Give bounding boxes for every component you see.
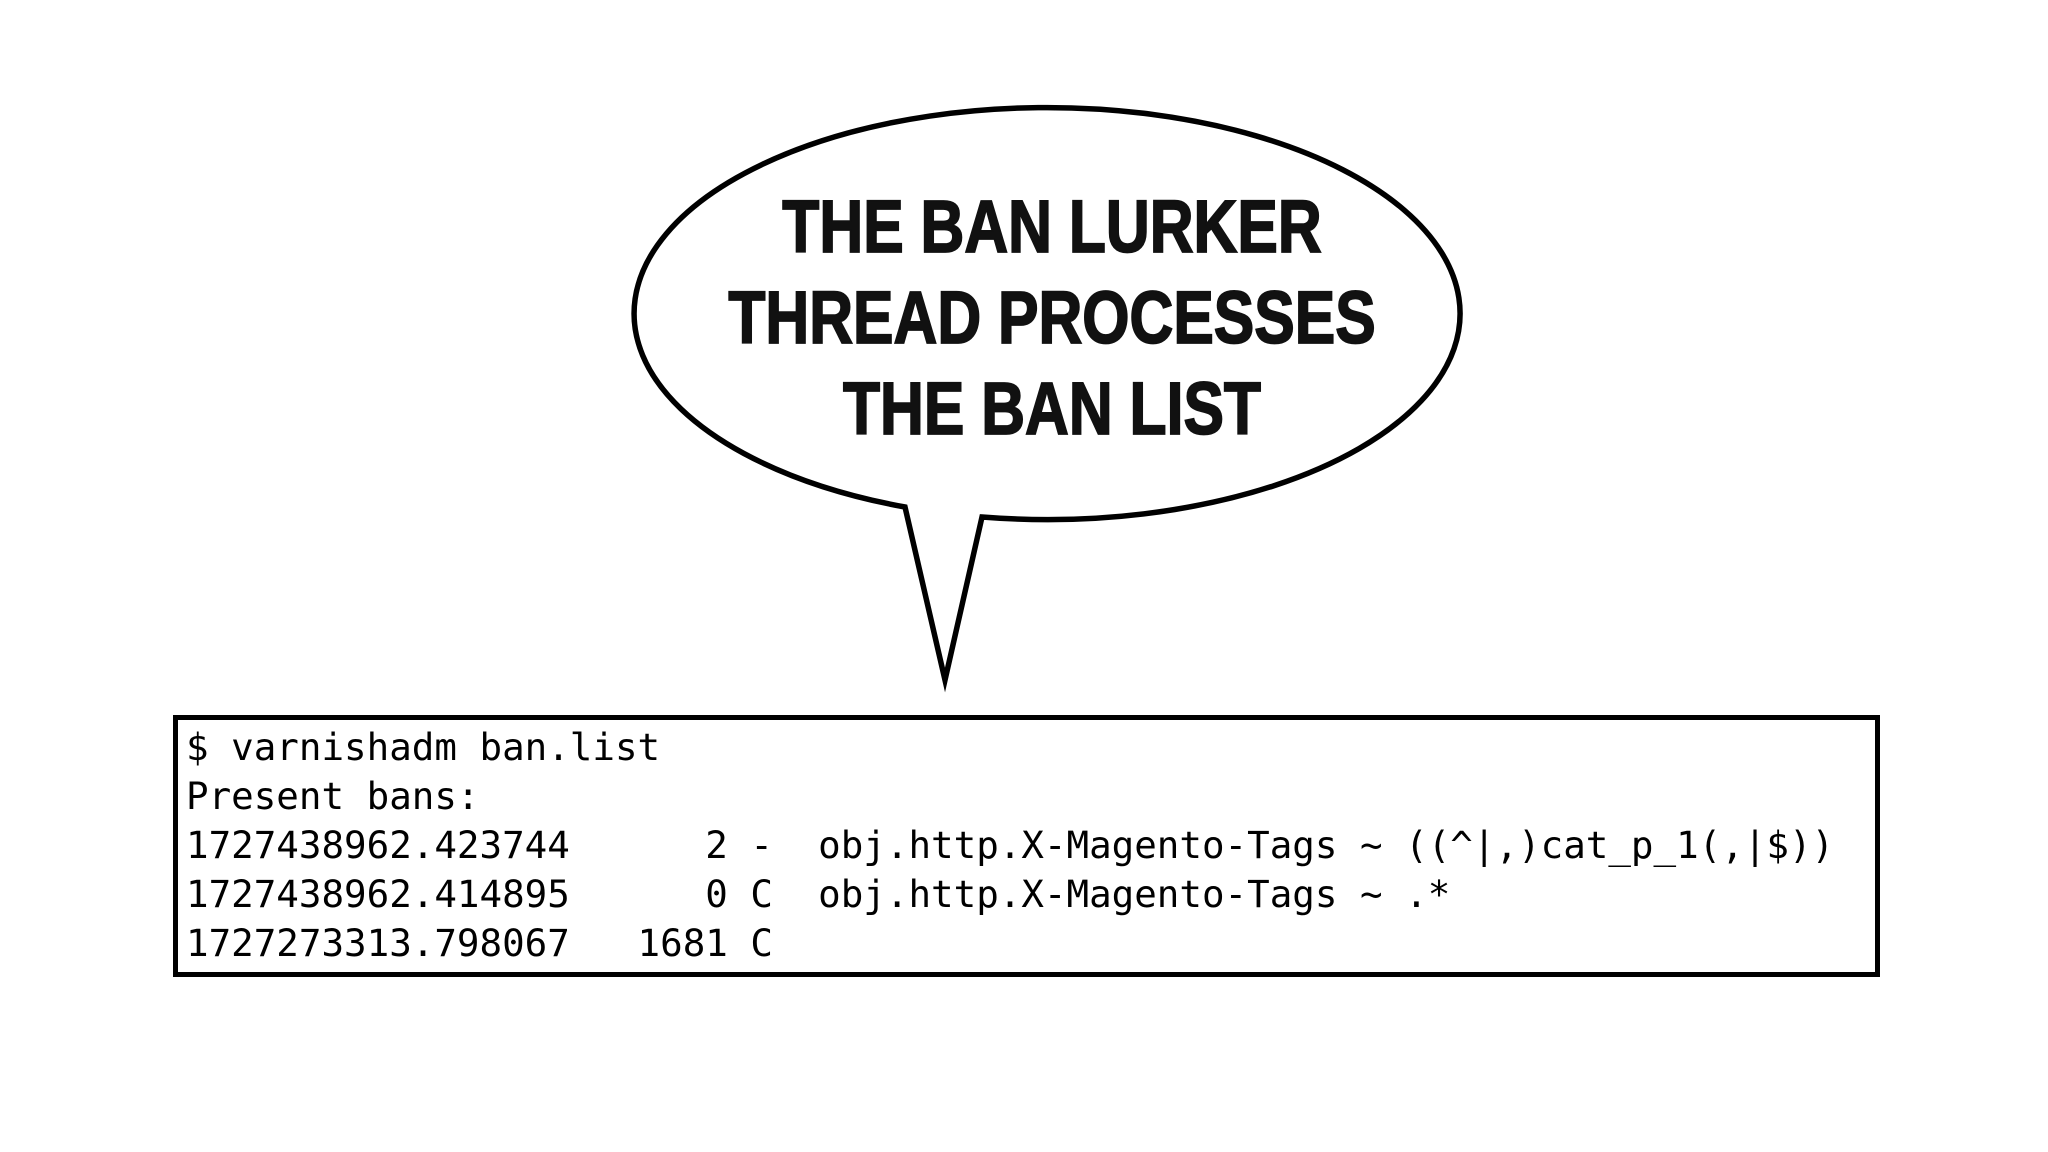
speech-bubble-text-line: THE BAN LURKER — [782, 184, 1323, 269]
speech-bubble-outline — [631, 104, 1463, 693]
terminal-ban-entry: 1727438962.414895 0 C obj.http.X-Magento… — [186, 872, 1451, 916]
speech-bubble-text: THE BAN LURKER THREAD PROCESSES THE BAN … — [724, 181, 1380, 454]
terminal-ban-entry: 1727438962.423744 2 - obj.http.X-Magento… — [186, 823, 1835, 867]
speech-bubble-text-line: THREAD PROCESSES — [728, 275, 1377, 360]
terminal-ban-entry: 1727273313.798067 1681 C — [186, 921, 773, 965]
terminal-output-box: $ varnishadm ban.list Present bans: 1727… — [173, 715, 1880, 977]
terminal-command-line: $ varnishadm ban.list — [186, 725, 661, 769]
speech-bubble-text-line: THE BAN LIST — [842, 366, 1261, 451]
terminal-present-bans-line: Present bans: — [186, 774, 480, 818]
